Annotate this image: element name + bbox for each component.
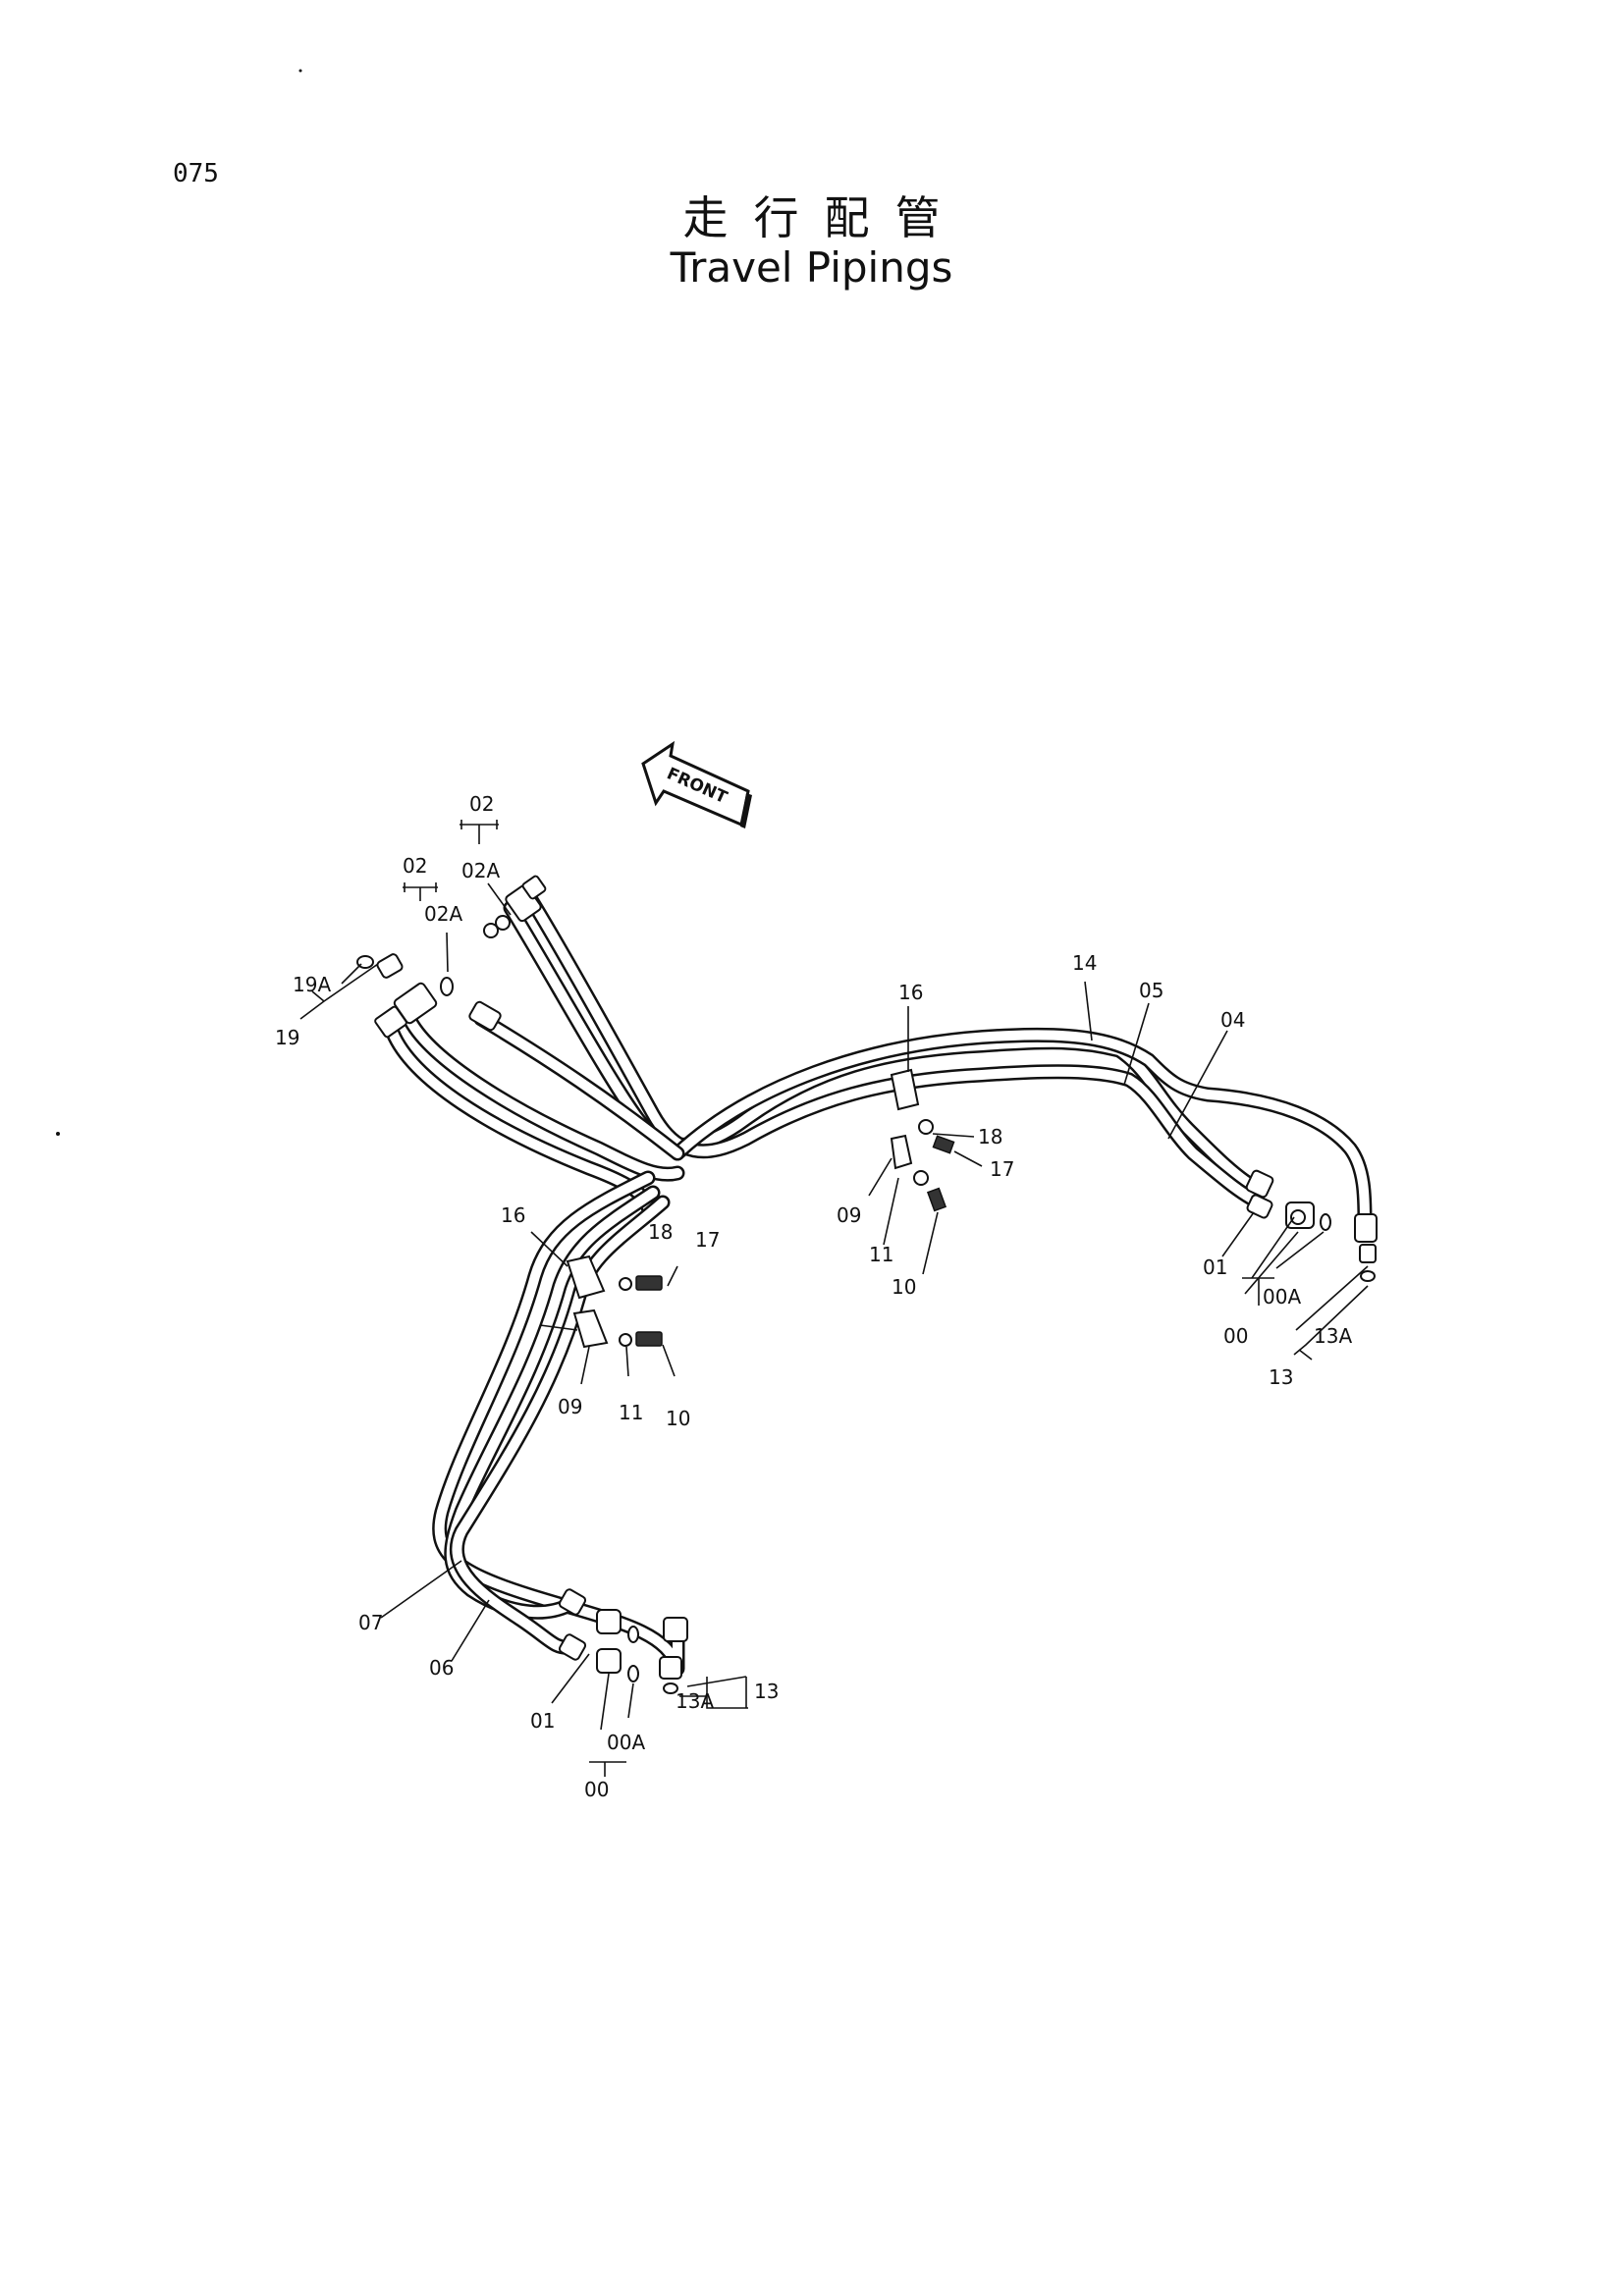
clamp-16-upper: [890, 1068, 920, 1111]
callout-00-right: 00: [1223, 1324, 1248, 1348]
scan-dot: [298, 69, 302, 73]
callout-06: 06: [429, 1656, 454, 1680]
title-english: Travel Pipings: [670, 243, 953, 292]
title-japanese: 走行配管: [682, 191, 966, 244]
callout-09-lower: 09: [558, 1395, 582, 1418]
adapter-07: [558, 1588, 587, 1616]
callout-05: 05: [1139, 979, 1163, 1002]
callout-18-lower: 18: [648, 1220, 673, 1244]
callout-02-left: 02: [403, 854, 427, 878]
connector-13-left: [659, 1656, 682, 1680]
callout-09-upper: 09: [837, 1203, 861, 1227]
connector-13-left-upper: [663, 1617, 688, 1642]
union-00-top-left: [596, 1609, 622, 1634]
callout-04: 04: [1220, 1008, 1245, 1032]
callout-00a-right: 00A: [1263, 1285, 1301, 1308]
callout-11-lower: 11: [619, 1401, 643, 1424]
callout-02-top: 02: [469, 792, 494, 816]
o-ring-02a-left: [440, 977, 454, 996]
callout-16-upper: 16: [898, 981, 923, 1004]
callout-02a-left: 02A: [424, 902, 462, 926]
washer-18-lower: [619, 1277, 632, 1291]
callout-10-upper: 10: [892, 1275, 916, 1299]
callout-01-left: 01: [530, 1709, 555, 1733]
o-ring-13a-right: [1360, 1270, 1376, 1282]
bolt-17-lower: [635, 1275, 663, 1291]
lower-clamp-assembly: [566, 1255, 663, 1349]
callout-01-right: 01: [1203, 1255, 1227, 1279]
leader-lines: [299, 820, 1369, 1777]
callout-14: 14: [1072, 951, 1097, 975]
clamp-09-upper: [890, 1134, 913, 1170]
o-ring-13a-left: [663, 1682, 678, 1694]
callout-19a: 19A: [293, 973, 331, 996]
callout-00a-left: 00A: [607, 1731, 645, 1754]
connector-13-right: [1354, 1213, 1378, 1243]
scan-dot: [56, 1132, 60, 1136]
right-fittings: [1245, 1169, 1378, 1282]
adapter-01-right: [1245, 1169, 1274, 1199]
callout-02a-top: 02A: [461, 859, 500, 882]
connector-19: [376, 953, 404, 979]
washer-11-upper: [913, 1170, 929, 1186]
callout-17-upper: 17: [990, 1157, 1014, 1181]
bolt-10-upper: [926, 1187, 947, 1212]
callout-19: 19: [275, 1026, 299, 1049]
bolt-17-upper: [932, 1135, 955, 1154]
callout-16-lower: 16: [501, 1203, 525, 1227]
washer-11-lower: [619, 1333, 632, 1347]
callout-labels: 02 02A 02 02A 19A 19 16 14 05 04 18 17 0…: [275, 792, 1352, 1801]
pipe-group: [385, 890, 1373, 1677]
callout-13a-right: 13A: [1314, 1324, 1352, 1348]
clamp-16-lower: [566, 1255, 606, 1300]
callout-00-left: 00: [584, 1778, 609, 1801]
front-arrow: FRONT: [641, 740, 752, 828]
page-number: 075: [173, 159, 219, 188]
washer-18-upper: [918, 1119, 934, 1135]
o-ring-00a-left: [627, 1665, 639, 1682]
clamp-09-lower: [572, 1308, 609, 1349]
bolt-10-lower: [635, 1331, 663, 1347]
callout-11-upper: 11: [869, 1243, 893, 1266]
callout-10-lower: 10: [666, 1407, 690, 1430]
upper-fittings: [356, 875, 547, 1039]
o-ring-00a-right: [1320, 1213, 1331, 1231]
callout-17-lower: 17: [695, 1228, 720, 1252]
callout-18-upper: 18: [978, 1125, 1002, 1148]
callout-13-right: 13: [1269, 1365, 1293, 1389]
union-00-left: [596, 1648, 622, 1674]
adapter-01-left: [558, 1633, 587, 1661]
callout-07: 07: [358, 1611, 383, 1634]
upper-clamp-assembly: [890, 1068, 955, 1212]
lower-left-fittings: [558, 1588, 688, 1694]
callout-13a-left: 13A: [676, 1689, 714, 1713]
callout-13-left: 13: [754, 1680, 779, 1703]
